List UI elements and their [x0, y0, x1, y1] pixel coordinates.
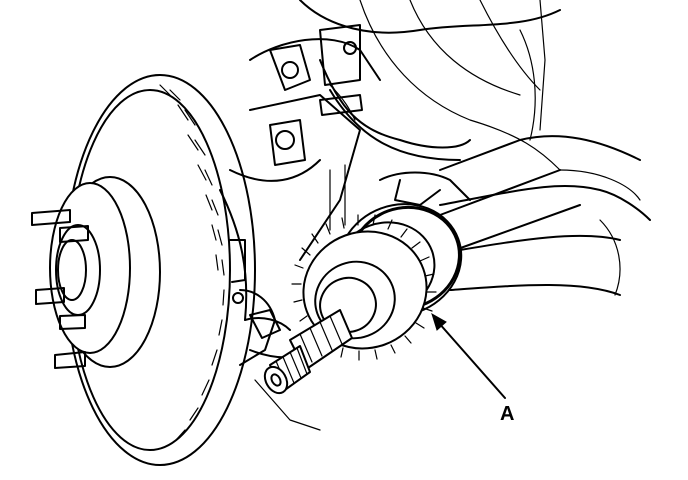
- callout-arrowhead: [431, 312, 447, 331]
- brake-rotor: [49, 74, 256, 466]
- wheel-studs: [31, 209, 89, 369]
- callout-label-a: A: [500, 403, 514, 425]
- suspension-background: [219, 0, 651, 431]
- callout-leader-line: [437, 321, 506, 399]
- drive-shaft-assembly: [263, 169, 581, 395]
- callout-a: A: [431, 312, 514, 425]
